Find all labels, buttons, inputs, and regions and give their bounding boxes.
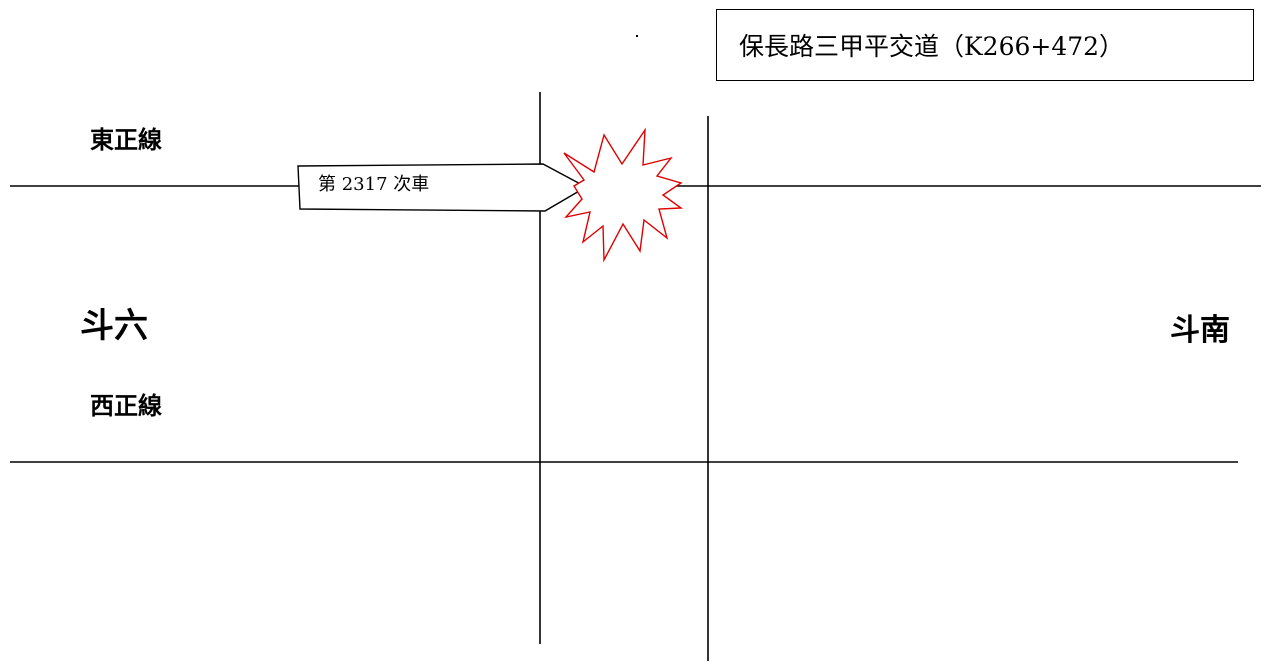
crossing-title-box: 保長路三甲平交道（K266+472） (716, 9, 1254, 81)
stray-dot (636, 35, 638, 37)
train-label: 第 2317 次車 (318, 174, 430, 195)
crossing-title: 保長路三甲平交道（K266+472） (739, 32, 1125, 61)
station-left-label: 斗六 (80, 306, 148, 346)
east-line-label: 東正線 (90, 125, 162, 154)
west-line-label: 西正線 (90, 391, 162, 420)
station-right-label: 斗南 (1170, 313, 1230, 348)
train-arrow-icon (297, 163, 588, 212)
collision-burst-icon (563, 127, 684, 263)
